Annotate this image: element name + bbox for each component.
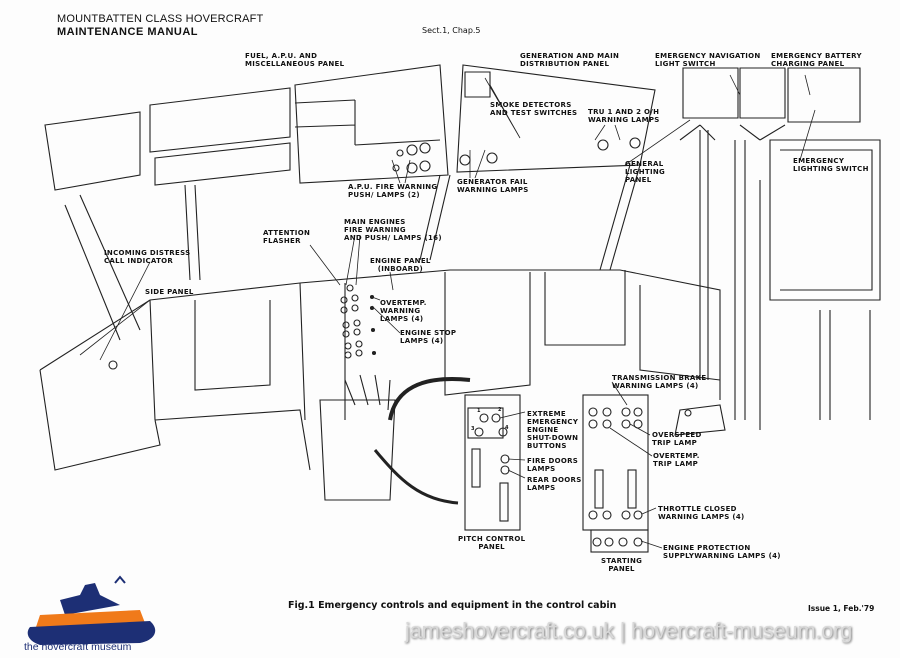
label-engine-protection: ENGINE PROTECTION SUPPLYWARNING LAMPS (4… bbox=[663, 544, 781, 560]
pitch-control-panel bbox=[464, 394, 521, 531]
manual-series-title: MOUNTBATTEN CLASS HOVERCRAFT bbox=[57, 13, 264, 25]
label-engine-stop: ENGINE STOP LAMPS (4) bbox=[400, 329, 457, 345]
label-engine-panel: ENGINE PANEL (INBOARD) bbox=[370, 257, 431, 273]
label-tru-lamps: TRU 1 AND 2 O/H WARNING LAMPS bbox=[588, 108, 660, 124]
issue-date: Issue 1, Feb.'79 bbox=[808, 604, 875, 613]
label-general-lighting: GENERAL LIGHTING PANEL bbox=[625, 160, 666, 184]
section-reference: Sect.1, Chap.5 bbox=[422, 26, 481, 35]
watermark: jameshovercraft.co.uk | hovercraft-museu… bbox=[405, 618, 853, 643]
label-fuel-apu-panel: FUEL, A.P.U. AND MISCELLANEOUS PANEL bbox=[245, 52, 345, 68]
hovercraft-museum-logo bbox=[27, 575, 156, 645]
starting-panel bbox=[582, 394, 649, 553]
harness-cable bbox=[388, 377, 471, 421]
manual-title: MAINTENANCE MANUAL bbox=[57, 26, 198, 38]
label-side-panel: SIDE PANEL bbox=[145, 288, 194, 296]
label-rear-doors: REAR DOORS LAMPS bbox=[527, 476, 582, 492]
lamp-grid bbox=[588, 407, 643, 547]
windscreen-frames bbox=[64, 164, 871, 430]
label-emergency-nav-switch: EMERGENCY NAVIGATION LIGHT SWITCH bbox=[655, 52, 761, 68]
label-overtemp-warning: OVERTEMP. WARNING LAMPS (4) bbox=[380, 299, 427, 323]
label-fire-doors: FIRE DOORS LAMPS bbox=[527, 457, 579, 473]
label-attention-flasher: ATTENTION FLASHER bbox=[263, 229, 311, 245]
button-number-1: 1 bbox=[477, 408, 481, 414]
label-smoke-detectors: SMOKE DETECTORS AND TEST SWITCHES bbox=[490, 101, 578, 117]
label-generation-panel: GENERATION AND MAIN DISTRIBUTION PANEL bbox=[520, 52, 620, 68]
label-apu-fire: A.P.U. FIRE WARNING PUSH/ LAMPS (2) bbox=[348, 183, 438, 199]
overhead-panels bbox=[44, 64, 881, 420]
figure-caption: Fig.1 Emergency controls and equipment i… bbox=[288, 600, 617, 611]
button-number-4: 4 bbox=[505, 425, 509, 431]
label-overtemp-trip: OVERTEMP. TRIP LAMP bbox=[653, 452, 700, 468]
label-overspeed-trip: OVERSPEED TRIP LAMP bbox=[652, 431, 702, 447]
button-number-3: 3 bbox=[471, 426, 475, 432]
label-generator-fail: GENERATOR FAIL WARNING LAMPS bbox=[457, 178, 529, 194]
panel-lamps bbox=[340, 137, 641, 359]
label-throttle-closed: THROTTLE CLOSED WARNING LAMPS (4) bbox=[658, 505, 745, 521]
label-pitch-control: PITCH CONTROL PANEL bbox=[458, 535, 526, 551]
label-extreme-emergency: EXTREME EMERGENCY ENGINE SHUT-DOWN BUTTO… bbox=[527, 410, 579, 450]
label-emergency-battery-panel: EMERGENCY BATTERY CHARGING PANEL bbox=[771, 52, 862, 68]
harness-cable bbox=[373, 449, 459, 505]
label-transmission-brake: TRANSMISSION BRAKE WARNING LAMPS (4) bbox=[612, 374, 707, 390]
label-emergency-lighting-switch: EMERGENCY LIGHTING SWITCH bbox=[793, 157, 869, 173]
label-main-engines-fire: MAIN ENGINES FIRE WARNING AND PUSH/ LAMP… bbox=[344, 218, 442, 242]
logo-text: the hovercraft museum bbox=[24, 641, 132, 653]
button-number-2: 2 bbox=[498, 407, 502, 413]
leader-lines bbox=[79, 74, 816, 549]
label-incoming-distress: INCOMING DISTRESS CALL INDICATOR bbox=[104, 249, 191, 265]
label-starting-panel: STARTING PANEL bbox=[601, 557, 643, 573]
